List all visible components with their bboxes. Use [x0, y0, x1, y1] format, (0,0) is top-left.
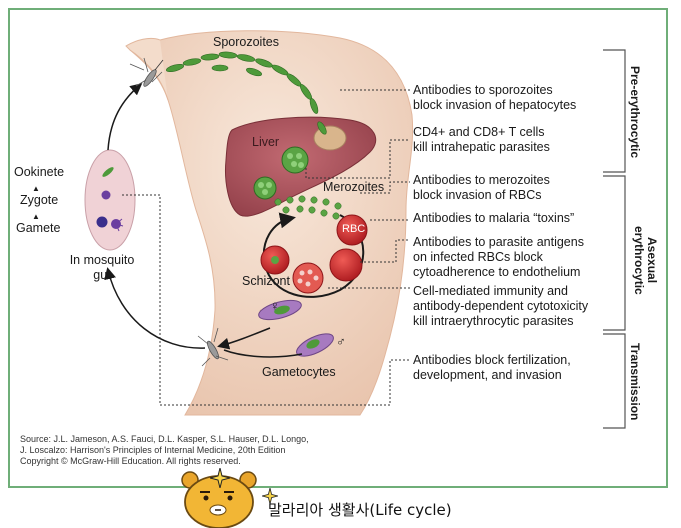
label-ookinete: Ookinete [14, 165, 65, 179]
female-symbol: ♀ [270, 298, 280, 313]
gametocyte-cells [258, 299, 334, 357]
stage-asexual-erythrocytic: Asexual erythrocytic [632, 225, 659, 295]
label-zygote: Zygote [20, 193, 59, 207]
mosquito-gut-shape [84, 149, 136, 251]
sporozoite-trail [165, 51, 327, 135]
mosquito-icon [197, 327, 229, 367]
annotation-transmission-antibodies: Antibodies block fertilization,developme… [413, 353, 571, 382]
diagram-frame: Sporozoites Liver Merozoites RBC Schizon… [8, 8, 668, 488]
arrow-up-icon: ▲ [32, 212, 40, 221]
label-gametocytes: Gametocytes [262, 365, 336, 379]
rbc-cells [260, 214, 368, 294]
annotation-toxin-antibodies: Antibodies to malaria “toxins” [413, 211, 575, 225]
label-mosquito-gut-line1: In mosquito [69, 253, 135, 267]
label-merozoites: Merozoites [323, 180, 385, 194]
label-rbc: RBC [342, 223, 366, 235]
arrow-up-icon: ▲ [32, 184, 40, 193]
stage-pre-erythrocytic: Pre-erythrocytic [628, 65, 642, 159]
sparkle-icon [210, 468, 230, 488]
merozoite-stream [274, 195, 342, 220]
male-symbol: ♂ [336, 334, 346, 349]
cartoon-character-icon [181, 471, 257, 528]
caption: 말라리아 생활사(Life cycle) [268, 501, 452, 519]
label-gamete: Gamete [16, 221, 61, 235]
malaria-life-cycle-illustration [84, 30, 626, 429]
stage-transmission: Transmission [628, 343, 642, 421]
leader-lines [122, 89, 410, 406]
label-sporozoites: Sporozoites [213, 35, 280, 49]
source-citation: Source: J.L. Jameson, A.S. Fauci, D.L. K… [20, 434, 309, 466]
sparkle-icon [262, 488, 278, 504]
liver-parasite-clusters [253, 146, 309, 200]
label-schizont: Schizont [242, 274, 290, 288]
label-mosquito-gut-line2: gut [93, 268, 111, 282]
stage-brackets [603, 49, 626, 429]
label-liver: Liver [252, 135, 280, 149]
mosquito-icon [129, 57, 164, 87]
